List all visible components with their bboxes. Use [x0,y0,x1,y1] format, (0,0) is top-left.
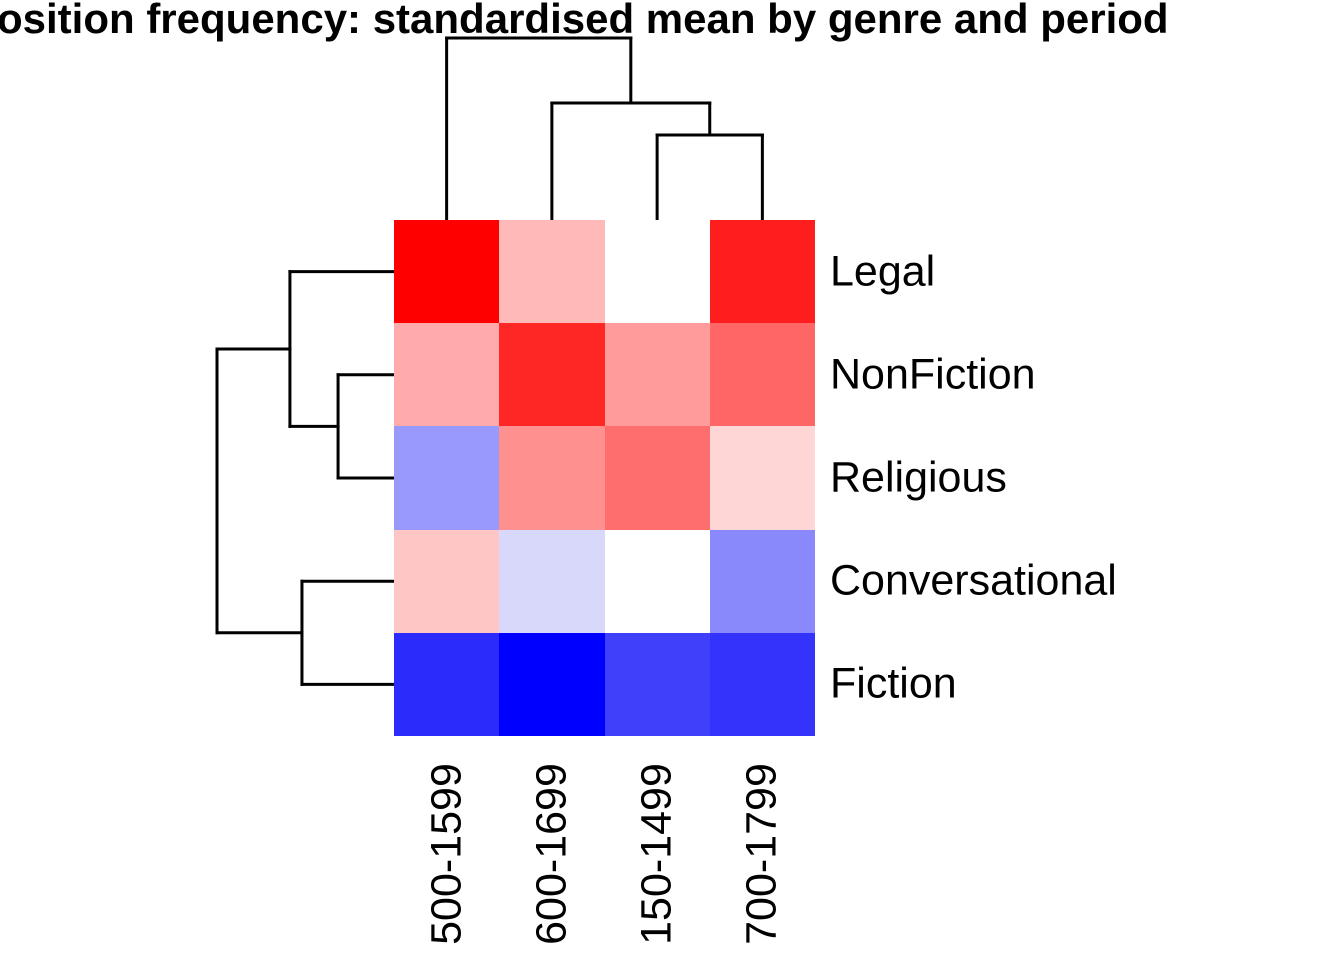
heatmap-cell [499,323,605,427]
heatmap-cell [604,220,710,324]
column-label: 700-1799 [737,763,786,945]
heatmap-cell [499,632,605,736]
heatmap-cell [604,632,710,736]
row-label: Legal [830,247,936,296]
row-dendrogram [215,270,396,686]
heatmap-cell [394,220,500,324]
chart-title: osition frequency: standardised mean by … [0,0,1169,42]
heatmap-cell [709,426,815,530]
heatmap-cell [604,529,710,633]
heatmap-cell [709,632,815,736]
heatmap-cell [394,632,500,736]
row-label: Conversational [830,556,1117,605]
heatmap-cell [604,426,710,530]
heatmap-cell [709,220,815,324]
column-dendrogram [445,36,764,222]
heatmap-cell [394,323,500,427]
heatmap-cell [499,529,605,633]
heatmap-cell [604,323,710,427]
row-label: Religious [830,453,1007,502]
column-label: 150-1499 [632,763,681,945]
row-label: NonFiction [830,350,1036,399]
heatmap-cell [394,426,500,530]
heatmap-cell [709,323,815,427]
heatmap-cell [499,220,605,324]
heatmap-cell [394,529,500,633]
column-label: 500-1599 [422,763,471,945]
row-label: Fiction [830,659,957,708]
column-label: 600-1699 [527,763,576,945]
heatmap-cell [499,426,605,530]
heatmap-cell [709,529,815,633]
heatmap-grid [394,220,815,736]
